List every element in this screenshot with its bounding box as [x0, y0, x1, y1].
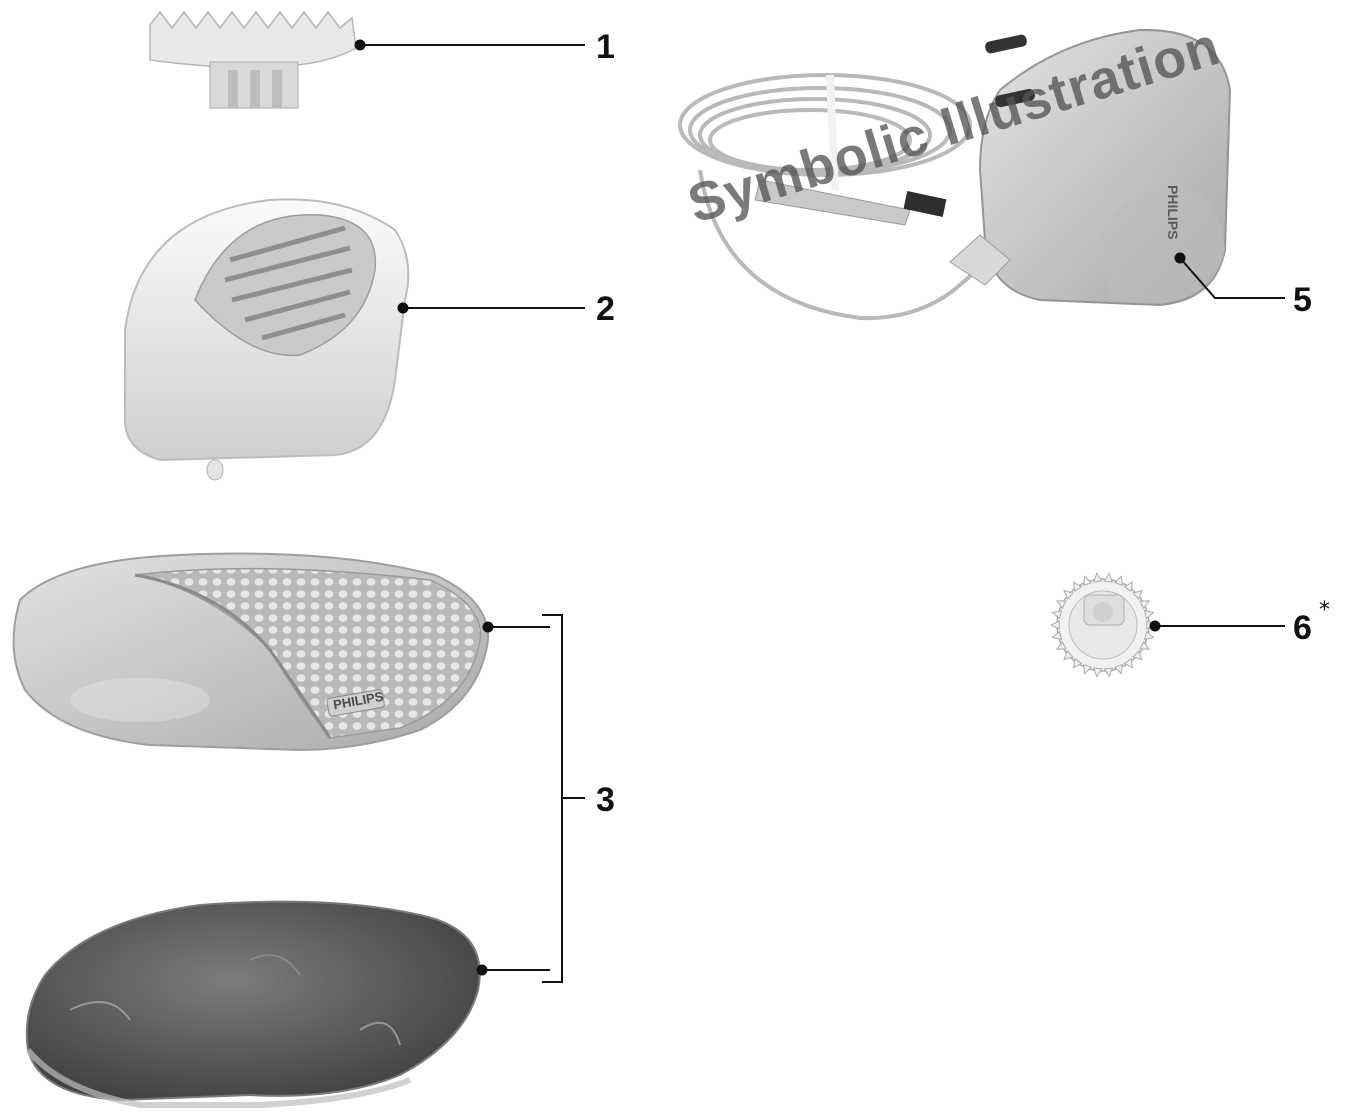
gear-tooth: [1104, 573, 1112, 582]
adapter-brand: PHILIPS: [1165, 185, 1181, 239]
callout-1: 1: [596, 30, 615, 64]
callout-2: 2: [596, 292, 615, 326]
gear-tooth: [1104, 668, 1112, 677]
gear-part: [1051, 573, 1155, 676]
leader-dot-6: [1151, 622, 1160, 631]
leader-dot-1: [356, 41, 365, 50]
cooling-gel-pad: [27, 902, 480, 1105]
comb-attachment: [150, 12, 356, 108]
leader-dot-5: [1176, 254, 1185, 263]
exfoliation-glove: [14, 554, 488, 750]
callout-6: 6: [1293, 611, 1312, 645]
gear-tooth: [1094, 573, 1102, 582]
leader-dot-2: [399, 304, 408, 313]
epilating-head: [125, 199, 408, 480]
callout-6-asterisk: *: [1319, 598, 1330, 623]
bracket-3: [542, 615, 562, 982]
callout-5: 5: [1293, 283, 1312, 317]
leader-dot-3b: [478, 966, 487, 975]
callout-3: 3: [596, 783, 615, 817]
leader-dot-3a: [484, 623, 493, 632]
gear-tooth: [1051, 621, 1059, 629]
gear-tooth: [1094, 668, 1102, 677]
